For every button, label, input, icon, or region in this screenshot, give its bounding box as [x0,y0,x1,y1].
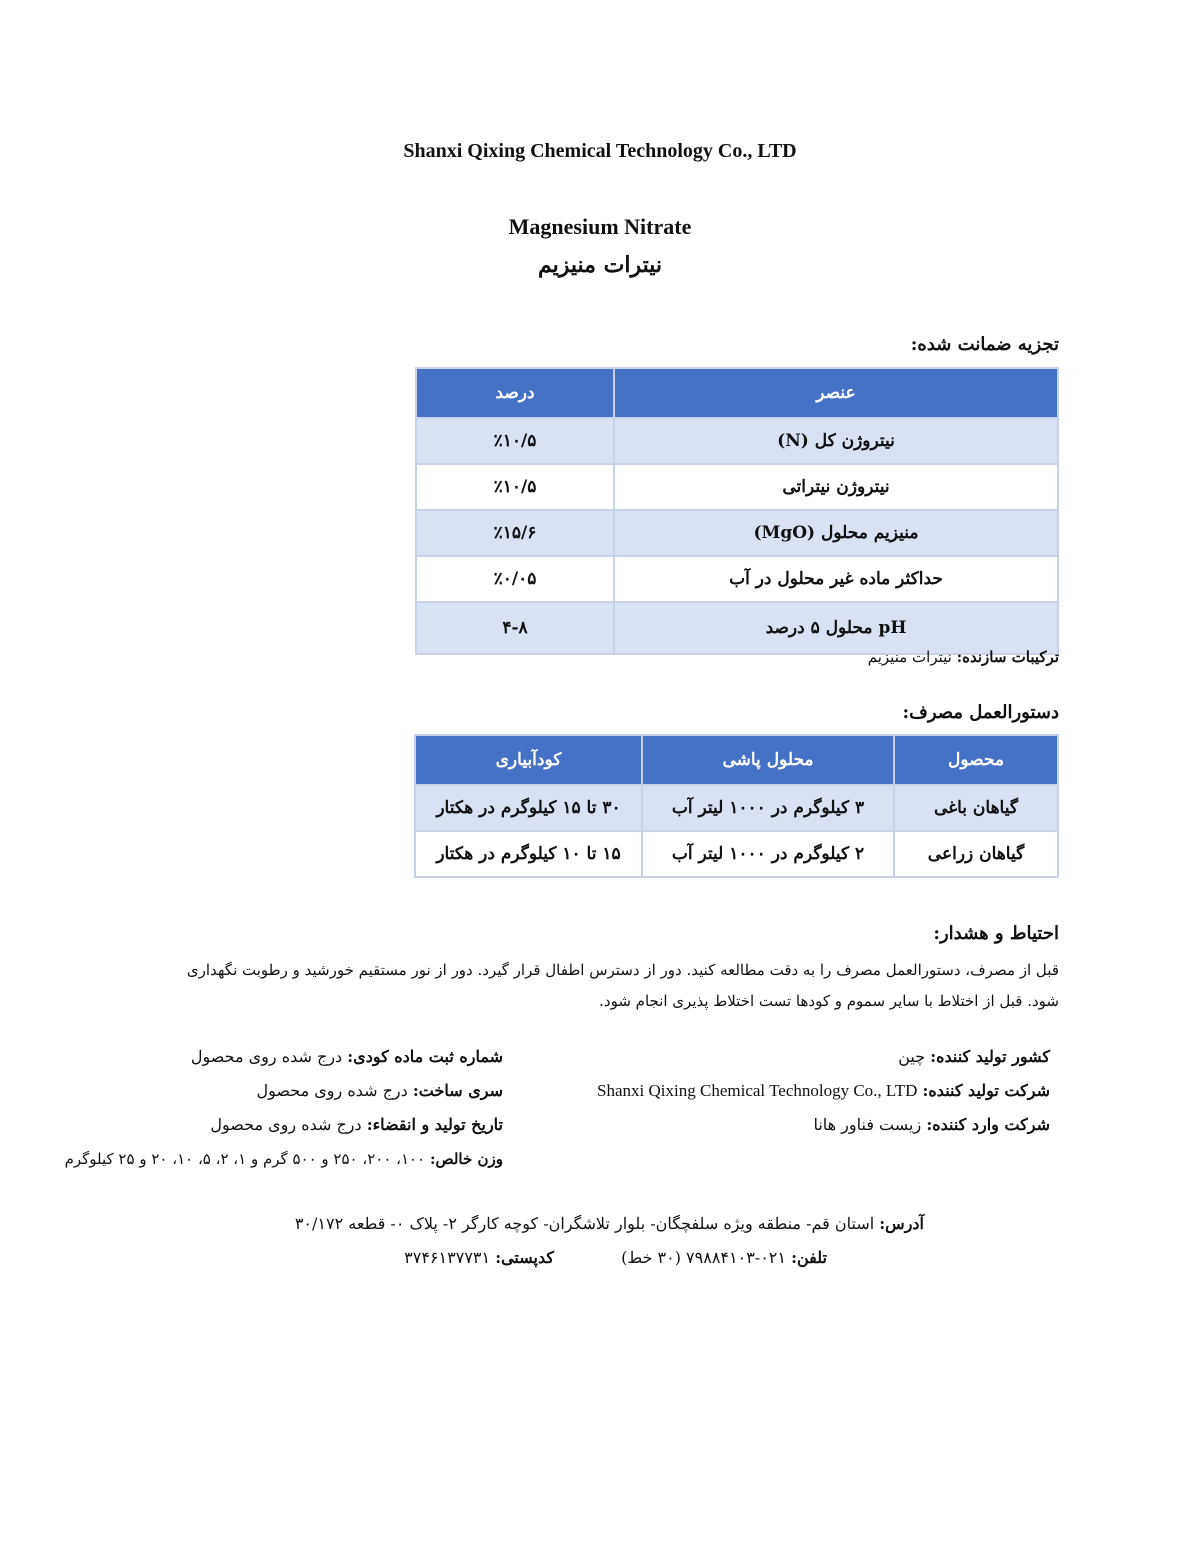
element-cell: نیتروژن کل (N) [613,417,1059,465]
info-label: سری ساخت: [412,1081,503,1100]
info-label: شماره ثبت ماده کودی: [347,1047,503,1066]
phone-line: تلفن: ۰۲۱-۷۹۸۸۴۱۰۳ (۳۰ خط) [621,1248,827,1267]
element-cell: حداکثر ماده غیر محلول در آب [613,555,1059,603]
info-value: زیست فناور هانا [813,1115,922,1134]
column-header-spray: محلول پاشی [641,734,895,786]
percent-cell: ۴-۸ [415,601,615,655]
table-row: نیتروژن کل (N) ٪۱۰/۵ [415,417,1059,465]
column-header-element: عنصر [613,367,1059,419]
info-label: شرکت وارد کننده: [926,1115,1050,1134]
table-row: pH محلول ۵ درصد ۴-۸ [415,601,1059,655]
table-row: گیاهان زراعی ۲ کیلوگرم در ۱۰۰۰ لیتر آب ۱… [414,830,1059,878]
guaranteed-analysis-title: تجزیه ضمانت شده: [910,334,1059,355]
percent-cell: ٪۰/۰۵ [415,555,615,603]
ingredients-value: نیترات منیزیم [867,648,952,666]
usage-table: محصول محلول پاشی کودآبیاری گیاهان باغی ۳… [414,734,1059,878]
address-value: استان قم- منطقه ویژه سلفچگان- بلوار تلاش… [294,1214,875,1233]
percent-cell: ٪۱۵/۶ [415,509,615,557]
info-value: ۱۰۰، ۲۰۰، ۲۵۰ و ۵۰۰ گرم و ۱، ۲، ۵، ۱۰، ۲… [64,1150,426,1168]
importer: شرکت وارد کننده: زیست فناور هانا [813,1115,1050,1134]
info-value: درج شده روی محصول [210,1115,362,1134]
product-cell: گیاهان باغی [893,784,1059,832]
registration-number: شماره ثبت ماده کودی: درج شده روی محصول [191,1047,503,1066]
percent-cell: ٪۱۰/۵ [415,417,615,465]
caution-line-2: شود. قبل از اختلاط با سایر سموم و کودها … [599,992,1059,1010]
fertigation-cell: ۱۵ تا ۱۰ کیلوگرم در هکتار [414,830,643,878]
info-label: شرکت تولید کننده: [922,1081,1050,1100]
product-title-fa: نیترات منیزیم [538,252,662,278]
info-label: تاریخ تولید و انقضاء: [366,1115,503,1134]
ingredients-label: ترکیبات سازنده: [956,648,1059,666]
postal-code-line: کدپستی: ۳۷۴۶۱۳۷۷۳۱ [404,1248,554,1267]
table-row: نیتروژن نیتراتی ٪۱۰/۵ [415,463,1059,511]
table-row: منیزیم محلول (MgO) ٪۱۵/۶ [415,509,1059,557]
element-cell: نیتروژن نیتراتی [613,463,1059,511]
ingredients-line: ترکیبات سازنده: نیترات منیزیم [868,648,1059,666]
spray-cell: ۳ کیلوگرم در ۱۰۰۰ لیتر آب [641,784,895,832]
phone-value: ۰۲۱-۷۹۸۸۴۱۰۳ (۳۰ خط) [621,1248,786,1267]
column-header-fertigation: کودآبیاری [414,734,643,786]
table-header-row: عنصر درصد [415,367,1059,419]
usage-instructions-title: دستورالعمل مصرف: [902,702,1059,723]
caution-line-1: قبل از مصرف، دستورالعمل مصرف را به دقت م… [186,961,1059,979]
origin-country: کشور تولید کننده: چین [898,1047,1050,1066]
production-expiry-date: تاریخ تولید و انقضاء: درج شده روی محصول [210,1115,503,1134]
phone-label: تلفن: [791,1248,827,1267]
guaranteed-analysis-table: عنصر درصد نیتروژن کل (N) ٪۱۰/۵ نیتروژن ن… [415,367,1059,655]
company-name: Shanxi Qixing Chemical Technology Co., L… [403,140,797,162]
postal-label: کدپستی: [495,1248,554,1267]
info-value: درج شده روی محصول [190,1047,343,1066]
address-label: آدرس: [879,1214,924,1233]
info-value: درج شده روی محصول [256,1081,408,1100]
info-label: کشور تولید کننده: [930,1047,1050,1066]
info-value: Shanxi Qixing Chemical Technology Co., L… [597,1081,918,1100]
net-weight: وزن خالص: ۱۰۰، ۲۰۰، ۲۵۰ و ۵۰۰ گرم و ۱، ۲… [65,1150,503,1168]
spray-cell: ۲ کیلوگرم در ۱۰۰۰ لیتر آب [641,830,895,878]
product-cell: گیاهان زراعی [893,830,1059,878]
batch-number: سری ساخت: درج شده روی محصول [257,1081,503,1100]
fertigation-cell: ۳۰ تا ۱۵ کیلوگرم در هکتار [414,784,643,832]
caution-title: احتیاط و هشدار: [933,923,1059,944]
element-cell: pH محلول ۵ درصد [613,601,1059,655]
column-header-percent: درصد [415,367,615,419]
column-header-product: محصول [893,734,1059,786]
table-row: گیاهان باغی ۳ کیلوگرم در ۱۰۰۰ لیتر آب ۳۰… [414,784,1059,832]
address-line: آدرس: استان قم- منطقه ویژه سلفچگان- بلوا… [295,1214,924,1233]
postal-value: ۳۷۴۶۱۳۷۷۳۱ [404,1248,491,1267]
element-cell: منیزیم محلول (MgO) [613,509,1059,557]
info-label: وزن خالص: [429,1150,503,1168]
table-row: حداکثر ماده غیر محلول در آب ٪۰/۰۵ [415,555,1059,603]
info-value: چین [898,1047,926,1066]
percent-cell: ٪۱۰/۵ [415,463,615,511]
table-header-row: محصول محلول پاشی کودآبیاری [414,734,1059,786]
product-title-en: Magnesium Nitrate [508,214,692,239]
manufacturer: شرکت تولید کننده: Shanxi Qixing Chemical… [597,1081,1050,1101]
